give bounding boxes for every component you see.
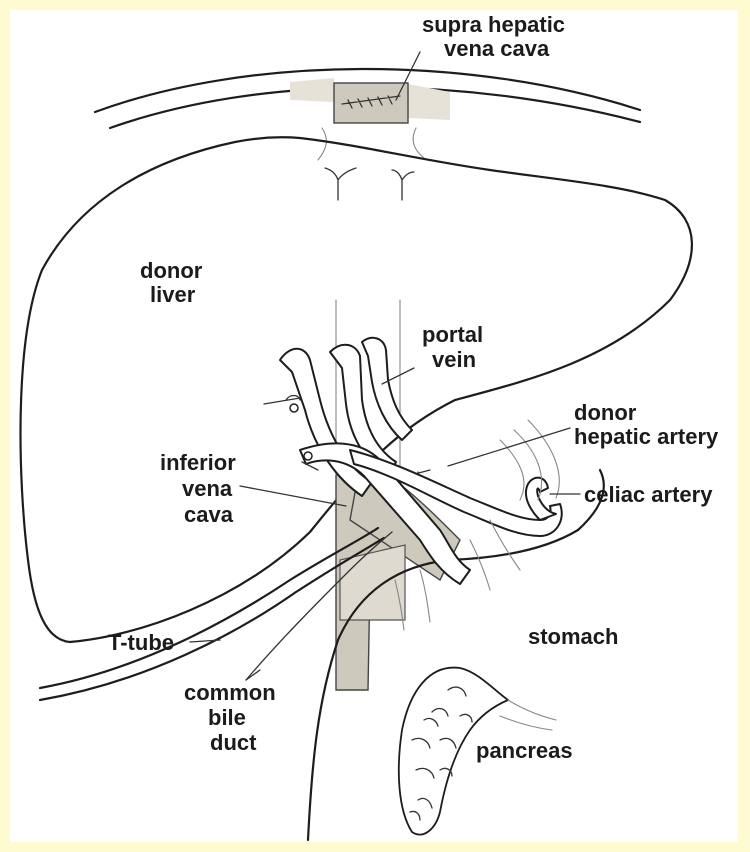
label-common-bile-duct: common bile duct	[184, 680, 282, 755]
label-celiac-artery: celiac artery	[584, 482, 713, 507]
t-tube	[40, 528, 378, 688]
supra-hepatic-hatch-left	[290, 78, 334, 102]
label-supra-hepatic-vena-cava: supra hepatic vena cava	[422, 12, 571, 61]
hepatic-flow-arrow-right	[392, 170, 414, 200]
ligated-stump	[290, 404, 298, 412]
label-inferior-vena-cava: inferior vena cava	[160, 450, 242, 527]
label-donor-liver: donor liver	[140, 258, 208, 307]
label-portal-vein: portal vein	[422, 322, 489, 372]
label-pancreas: pancreas	[476, 738, 573, 763]
leader-donor-hepatic-artery	[448, 428, 570, 466]
label-stomach: stomach	[528, 624, 618, 649]
hepatic-flow-arrow-left	[325, 168, 356, 200]
label-t-tube: T-tube	[108, 630, 174, 655]
leader-inferior-vena-cava	[240, 486, 346, 506]
label-donor-hepatic-artery: donor hepatic artery	[574, 400, 719, 449]
portal-vein-branch-c	[362, 338, 412, 440]
celiac-artery-loop	[526, 478, 556, 520]
